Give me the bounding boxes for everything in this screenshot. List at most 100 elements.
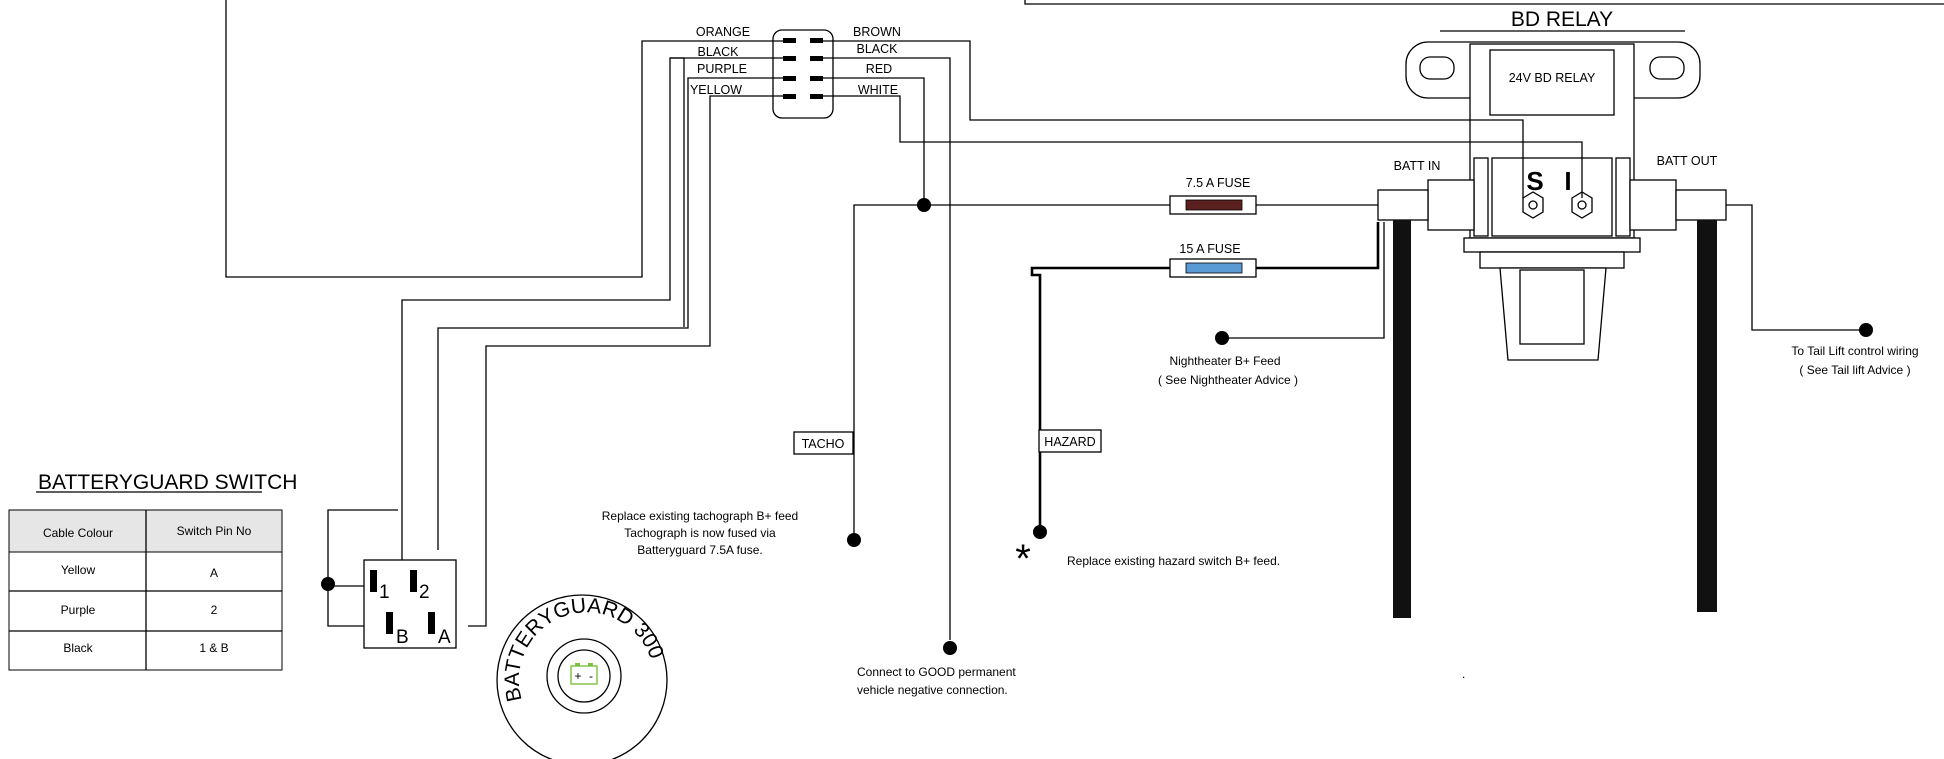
wire-label-red: RED — [866, 62, 892, 76]
wire-red — [823, 77, 925, 205]
hazard-note: Replace existing hazard switch B+ feed. — [1067, 554, 1280, 568]
badge-button — [557, 649, 611, 703]
pin-2-label: 2 — [419, 582, 430, 603]
wire-purple — [437, 77, 783, 550]
table-cell-colour: Purple — [61, 603, 96, 617]
pin-1-blade — [370, 570, 377, 592]
relay-base-plate — [1463, 237, 1641, 253]
relay-coil-window — [1519, 269, 1585, 345]
wire-label-brown: BROWN — [853, 25, 901, 39]
batt-out-cable — [1697, 220, 1717, 612]
pin-a-label: A — [438, 627, 451, 648]
tacho-tag — [793, 431, 854, 455]
taillift-note-line2: ( See Tail lift Advice ) — [1799, 363, 1910, 377]
batt-in-stud — [1427, 179, 1475, 231]
terminal-s-stud — [1528, 200, 1538, 210]
wire-orange — [225, 0, 783, 278]
wiring — [225, 0, 1873, 655]
table-cell-colour: Yellow — [61, 563, 96, 577]
tacho-junction-dot — [917, 198, 931, 212]
wire-black-branch — [670, 57, 685, 327]
stray-dot: . — [1462, 667, 1465, 681]
tacho-note-line3: Batteryguard 7.5A fuse. — [637, 543, 762, 557]
taillift-terminal-dot — [1859, 323, 1873, 337]
relay-base-step — [1479, 251, 1625, 269]
wire-hazard-feed — [1030, 266, 1256, 530]
table-cell-colour: Black — [63, 641, 93, 655]
pin-b-label: B — [396, 627, 409, 648]
ground-note-line1: Connect to GOOD permanent — [857, 665, 1016, 679]
fuse-75a-element — [1185, 199, 1243, 211]
wire-black-left — [327, 57, 783, 587]
table-header-pin: Switch Pin No — [177, 524, 252, 538]
switch-junction-dot — [321, 577, 335, 591]
wire-label-yellow: YELLOW — [690, 83, 742, 97]
battery-plus-label: + — [574, 669, 581, 683]
battery-terminal-plus — [575, 663, 580, 666]
table-cell-pin: 1 & B — [199, 641, 228, 655]
hazard-asterisk: * — [1015, 537, 1031, 581]
connector-pins — [783, 38, 823, 99]
wire-label-orange: ORANGE — [696, 25, 750, 39]
battery-minus-label: - — [589, 669, 593, 683]
batt-in-label: BATT IN — [1394, 159, 1441, 173]
batt-in-post — [1473, 157, 1489, 237]
nightheater-note-line1: Nightheater B+ Feed — [1169, 354, 1280, 368]
batt-in-cable — [1393, 220, 1411, 618]
wire-label-white: WHITE — [858, 83, 898, 97]
nightheater-terminal-dot — [1215, 331, 1229, 345]
wire-yellow — [468, 95, 783, 627]
wire-switch-loop — [327, 584, 364, 627]
frame-border — [1024, 0, 1944, 5]
table-title: BATTERYGUARD SWITCH — [38, 471, 297, 494]
relay-label-plate — [1489, 49, 1615, 116]
battery-terminal-minus — [588, 663, 593, 666]
hazard-tag-label: HAZARD — [1044, 435, 1095, 449]
tacho-tag-label: TACHO — [802, 437, 845, 451]
wire-label-black-left: BLACK — [698, 45, 740, 59]
table-cell-pin: 2 — [211, 603, 218, 617]
table-header-colour: Cable Colour — [43, 526, 113, 540]
wire-white — [823, 95, 1583, 198]
hazard-terminal-dot — [1033, 525, 1047, 539]
relay-title: BD RELAY — [1511, 8, 1613, 31]
ground-note-line2: vehicle negative connection. — [857, 683, 1008, 697]
tacho-terminal-dot — [847, 533, 861, 547]
wire-brown — [823, 40, 1524, 198]
relay-terminal-block — [1491, 157, 1613, 237]
terminal-s-label: S — [1526, 166, 1543, 196]
connector: ORANGE BLACK PURPLE YELLOW BROWN BLACK R… — [690, 25, 901, 119]
batt-out-post — [1615, 157, 1631, 237]
pin-2-blade — [410, 570, 417, 592]
fuse-15a-label: 15 A FUSE — [1179, 242, 1240, 256]
pin-table: BATTERYGUARD SWITCH Cable Colour Switch … — [8, 471, 297, 671]
wire-label-purple: PURPLE — [697, 62, 747, 76]
ground-terminal-dot — [943, 641, 957, 655]
fuse-15a: 15 A FUSE — [1169, 242, 1257, 278]
wire-label-black-right: BLACK — [857, 42, 899, 56]
wire-black-right — [823, 57, 951, 640]
terminal-i-label: I — [1564, 166, 1571, 196]
wire-tail-lift — [1726, 204, 1866, 331]
wire-15a-to-battin — [1256, 222, 1380, 270]
relay-mount-hole-left — [1419, 56, 1455, 80]
relay-mount-hole-right — [1649, 56, 1685, 80]
pin-1-label: 1 — [379, 582, 390, 603]
battery-icon — [570, 665, 598, 685]
table-cell-pin: A — [210, 566, 218, 580]
fuse-15a-element — [1185, 262, 1243, 274]
pin-a-blade — [428, 612, 435, 634]
hazard-tag — [1038, 429, 1102, 453]
tacho-note-line1: Replace existing tachograph B+ feed — [602, 509, 798, 523]
batt-in-nut — [1377, 189, 1429, 221]
batt-out-label: BATT OUT — [1657, 154, 1718, 168]
terminal-i-stud — [1577, 200, 1587, 210]
fuse-75a-label: 7.5 A FUSE — [1186, 176, 1251, 190]
wire-tacho-feed — [853, 204, 1172, 540]
bd-relay: BD RELAY 24V BD RELAY S I BATT IN BATT O — [1377, 8, 1727, 618]
taillift-note-line1: To Tail Lift control wiring — [1791, 344, 1918, 358]
batt-out-nut — [1675, 189, 1727, 221]
pin-b-blade — [386, 612, 393, 634]
wire-nightheater — [1222, 222, 1385, 339]
